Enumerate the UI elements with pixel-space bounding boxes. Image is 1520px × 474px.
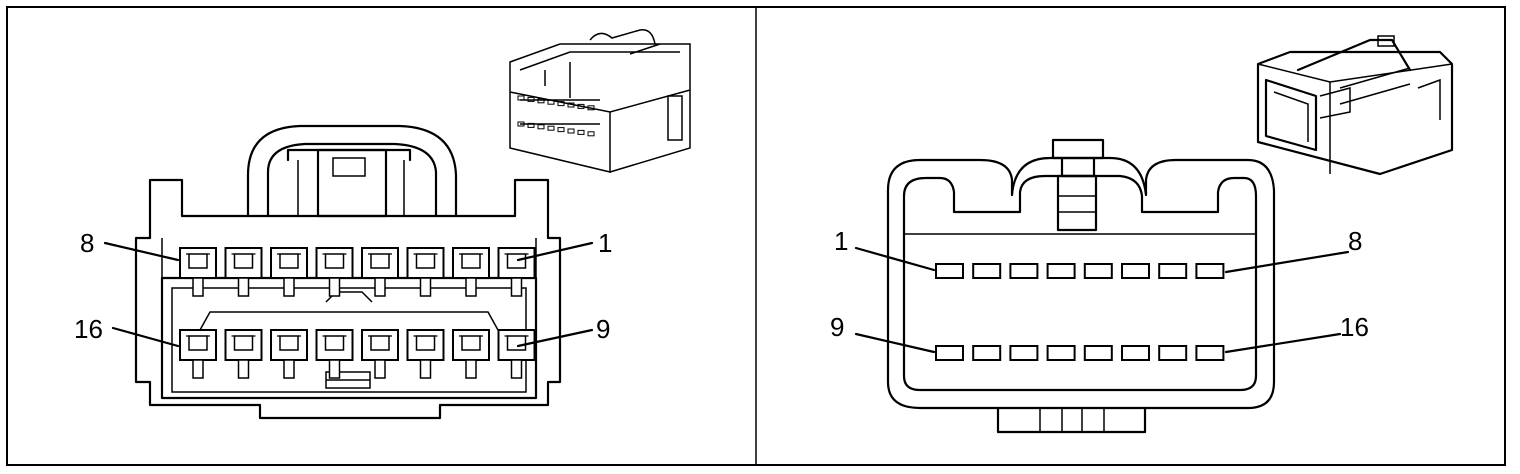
- pin-label-right-9: 9: [830, 312, 844, 342]
- terminal-cavity: [179, 247, 217, 297]
- connector-3d-left-icon: [509, 29, 691, 173]
- terminal-cavity: [452, 329, 490, 379]
- pin-opening: [935, 345, 964, 361]
- leader-right-1: [854, 246, 936, 272]
- pin-opening: [1083, 345, 1113, 361]
- pin-opening: [1158, 345, 1188, 361]
- pin-opening: [1083, 263, 1113, 279]
- terminal-cavity: [179, 329, 217, 379]
- pin-opening: [1121, 345, 1150, 361]
- leader-right-9: [854, 332, 936, 354]
- terminal-window: [527, 96, 535, 102]
- terminal-window: [567, 102, 575, 108]
- terminal-window: [537, 124, 545, 130]
- pin-opening: [972, 263, 1002, 279]
- terminal-window: [577, 103, 585, 109]
- terminal-window: [527, 122, 535, 128]
- pin-label-right-16: 16: [1340, 312, 1369, 342]
- pin-label-left-16: 16: [74, 314, 103, 344]
- pin-opening: [1158, 263, 1188, 279]
- terminal-window: [537, 98, 545, 104]
- terminal-cavity: [406, 329, 445, 379]
- terminal-window: [517, 121, 525, 127]
- pin-label-right-8: 8: [1348, 226, 1362, 256]
- left-connector: 8 1 16 9: [74, 124, 612, 420]
- terminal-cavity: [315, 329, 354, 379]
- terminal-window: [577, 129, 585, 135]
- connector-3d-right-icon: [1256, 35, 1454, 176]
- terminal-window: [587, 131, 595, 137]
- pin-opening: [1009, 345, 1039, 361]
- leader-right-16: [1224, 332, 1342, 354]
- terminal-window: [547, 125, 555, 131]
- leader-left-8: [103, 241, 180, 262]
- terminal-cavity: [406, 247, 445, 297]
- pin-opening: [1195, 263, 1225, 279]
- terminal-cavity: [497, 329, 536, 379]
- terminal-cavity: [224, 247, 263, 297]
- terminal-window: [587, 105, 595, 111]
- pin-label-left-1: 1: [598, 228, 612, 258]
- leader-left-16: [111, 326, 180, 348]
- terminal-cavity: [224, 329, 263, 379]
- terminal-window: [557, 127, 565, 133]
- terminal-cavity: [270, 247, 308, 297]
- pin-opening: [1195, 345, 1225, 361]
- pin-opening: [972, 345, 1002, 361]
- terminal-cavity: [315, 247, 354, 297]
- terminal-cavity: [270, 329, 308, 379]
- pin-opening: [1046, 345, 1076, 361]
- pin-opening: [1009, 263, 1039, 279]
- leader-left-1: [516, 241, 594, 262]
- terminal-window: [567, 128, 575, 134]
- pin-opening: [1046, 263, 1076, 279]
- terminal-window: [557, 101, 565, 107]
- terminal-window: [517, 95, 525, 101]
- pin-opening: [935, 263, 964, 279]
- terminal-window: [547, 99, 555, 105]
- pin-label-left-9: 9: [596, 314, 610, 344]
- terminal-cavity: [361, 247, 399, 297]
- terminal-cavity: [497, 247, 536, 297]
- leader-right-8: [1224, 250, 1350, 274]
- pin-opening: [1121, 263, 1150, 279]
- terminal-cavity: [452, 247, 490, 297]
- leader-left-9: [516, 328, 594, 348]
- pin-label-left-8: 8: [80, 228, 94, 258]
- right-connector: 1 8 9 16: [830, 138, 1369, 434]
- terminal-cavity: [361, 329, 399, 379]
- pin-label-right-1: 1: [834, 226, 848, 256]
